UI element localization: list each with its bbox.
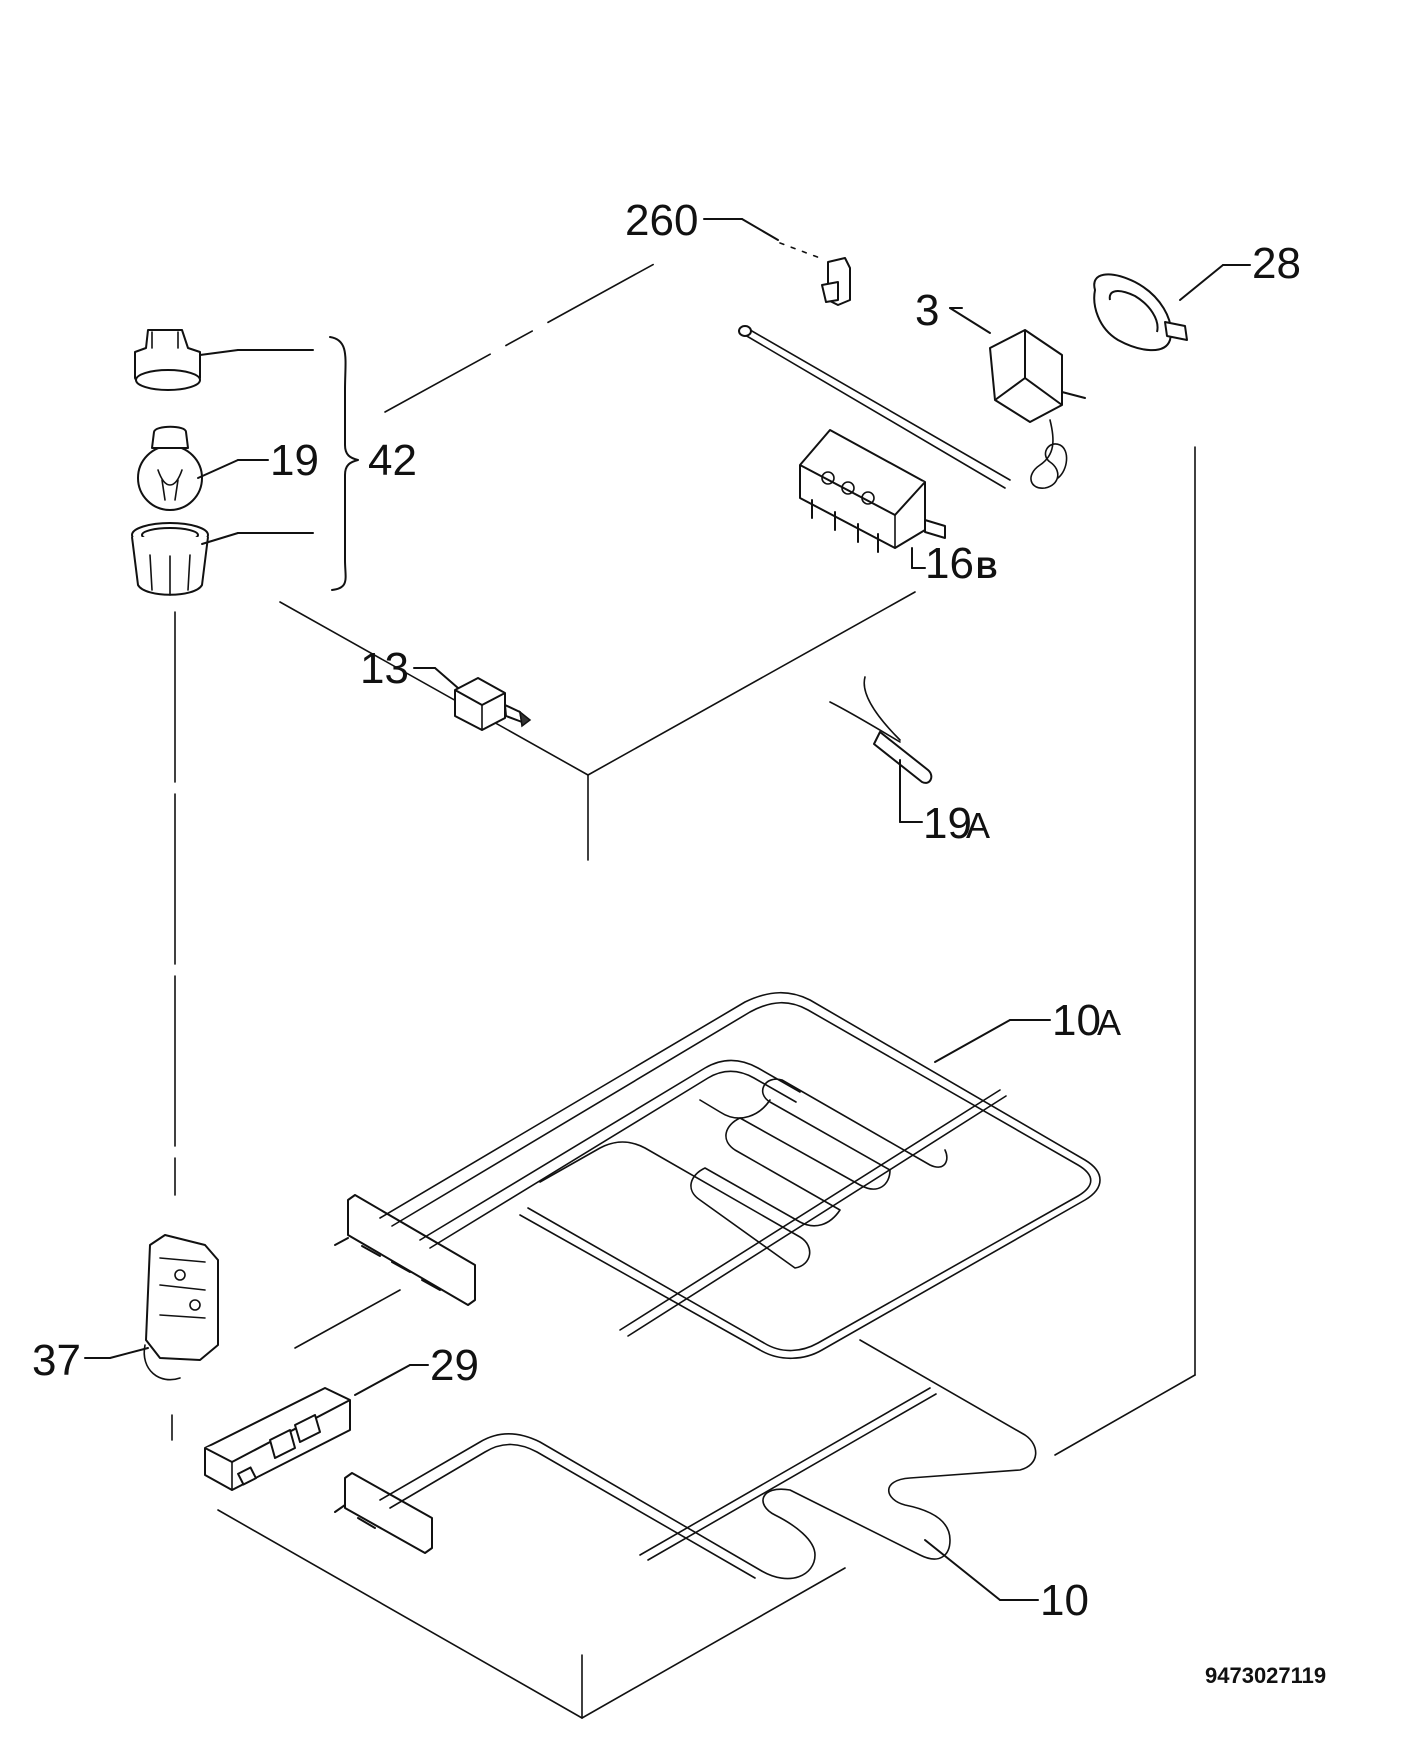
temperature-probe-part-19a xyxy=(829,676,933,784)
callout-16b: 16 B xyxy=(911,539,998,588)
lamp-holder-part xyxy=(134,329,201,391)
heating-element-part-10a xyxy=(334,991,1101,1360)
callout-3: 3 xyxy=(915,286,991,335)
lamp-cover-part xyxy=(131,522,209,596)
label-19: 19 xyxy=(270,436,319,485)
lamp-bulb-part-19 xyxy=(137,425,203,511)
callout-10a: 10 A xyxy=(934,996,1121,1063)
label-13: 13 xyxy=(360,644,409,693)
callout-28: 28 xyxy=(1179,239,1301,301)
label-19a: 19 xyxy=(923,799,972,848)
callout-10: 10 xyxy=(924,1539,1089,1625)
label-16b: 16 xyxy=(925,539,974,588)
callout-29: 29 xyxy=(354,1341,479,1396)
clip-part-260 xyxy=(779,242,851,306)
lamp-bracket-part-37 xyxy=(143,1234,219,1381)
thermostat-part-3 xyxy=(738,325,1086,489)
push-switch-part-13 xyxy=(454,677,532,731)
label-10a: 10 xyxy=(1052,996,1101,1045)
label-16b-suffix: B xyxy=(976,552,998,585)
callout-19a: 19 A xyxy=(899,759,990,848)
drawing-number: 9473027119 xyxy=(1205,1663,1326,1688)
label-260: 260 xyxy=(625,196,698,245)
label-19a-suffix: A xyxy=(966,805,990,846)
heating-element-part-10 xyxy=(334,1339,1037,1580)
label-10a-suffix: A xyxy=(1097,1002,1121,1043)
callout-37: 37 xyxy=(32,1336,149,1385)
label-28: 28 xyxy=(1252,239,1301,288)
callout-13: 13 xyxy=(360,644,459,693)
selector-switch-part-16b xyxy=(799,429,946,553)
label-37: 37 xyxy=(32,1336,81,1385)
label-42: 42 xyxy=(368,436,417,485)
callout-19: 19 xyxy=(197,436,319,485)
label-3: 3 xyxy=(915,286,939,335)
cabinet-outline xyxy=(171,257,1196,1719)
label-10: 10 xyxy=(1040,1576,1089,1625)
terminal-block-part-29 xyxy=(204,1387,351,1491)
callout-42-group: 42 xyxy=(199,336,417,591)
callout-260: 260 xyxy=(625,196,779,245)
knob-part-28 xyxy=(1093,273,1188,352)
label-29: 29 xyxy=(430,1341,479,1390)
